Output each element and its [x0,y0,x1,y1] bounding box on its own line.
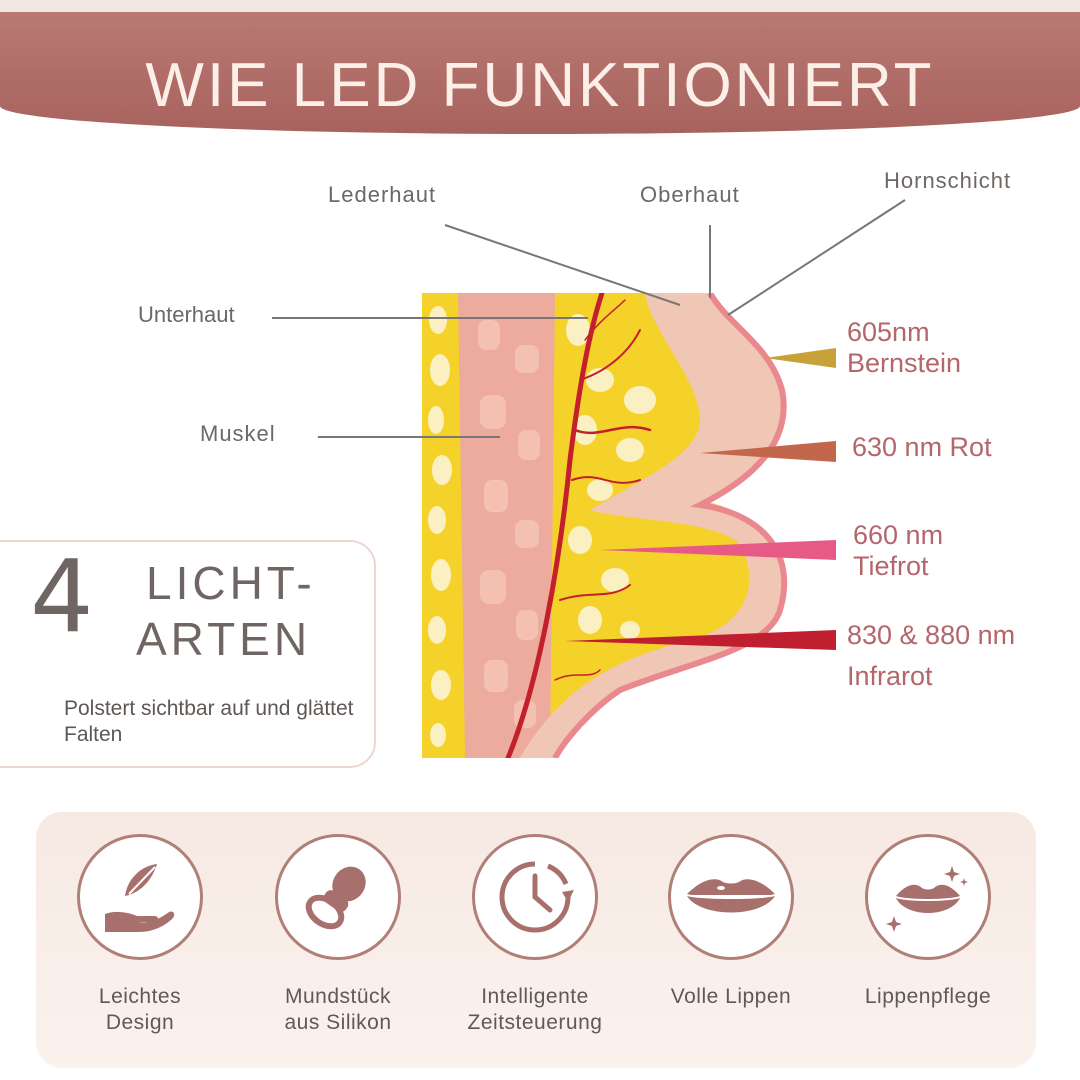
wavelength-630nm: 630 nm Rot [852,432,992,462]
blood-vessels [505,293,652,758]
beam-605nm [765,348,836,368]
label-muskel: Muskel [200,421,276,446]
light-count: 4 [30,538,94,655]
info-card [0,540,376,768]
pacifier-icon [305,866,366,930]
fat-cells [428,306,656,747]
card-description: Polstert sichtbar auf und glättet Falten [64,697,354,746]
card-title-line1: LICHT- [146,557,316,609]
lips-sparkle-icon [886,866,968,932]
beam-630nm [700,441,836,462]
skin-diagram [272,199,906,758]
leader-lines [272,199,906,438]
stratum-corneum-line [552,293,788,758]
card-title-line2: ARTEN [136,613,312,665]
label-unterhaut: Unterhaut [138,302,235,327]
label-oberhaut: Oberhaut [640,182,740,207]
beam-660nm [600,540,836,560]
lips-icon [687,879,775,913]
label-hornschicht: Hornschicht [884,168,1012,193]
label-lederhaut: Lederhaut [328,182,437,207]
title-banner: WIE LED FUNKTIONIERT [0,12,1080,134]
page-title: WIE LED FUNKTIONIERT [145,51,935,120]
top-strip [0,0,1080,12]
wavelength-830nm: 830 & 880 nm Infrarot [847,620,1016,691]
feature-full-lips: Volle Lippen [636,834,826,1010]
feather-hand-icon [105,864,175,932]
clock-timer-icon [499,861,574,933]
feature-lip-care: Lippenpflege [833,834,1023,1010]
beam-830nm [565,630,836,650]
